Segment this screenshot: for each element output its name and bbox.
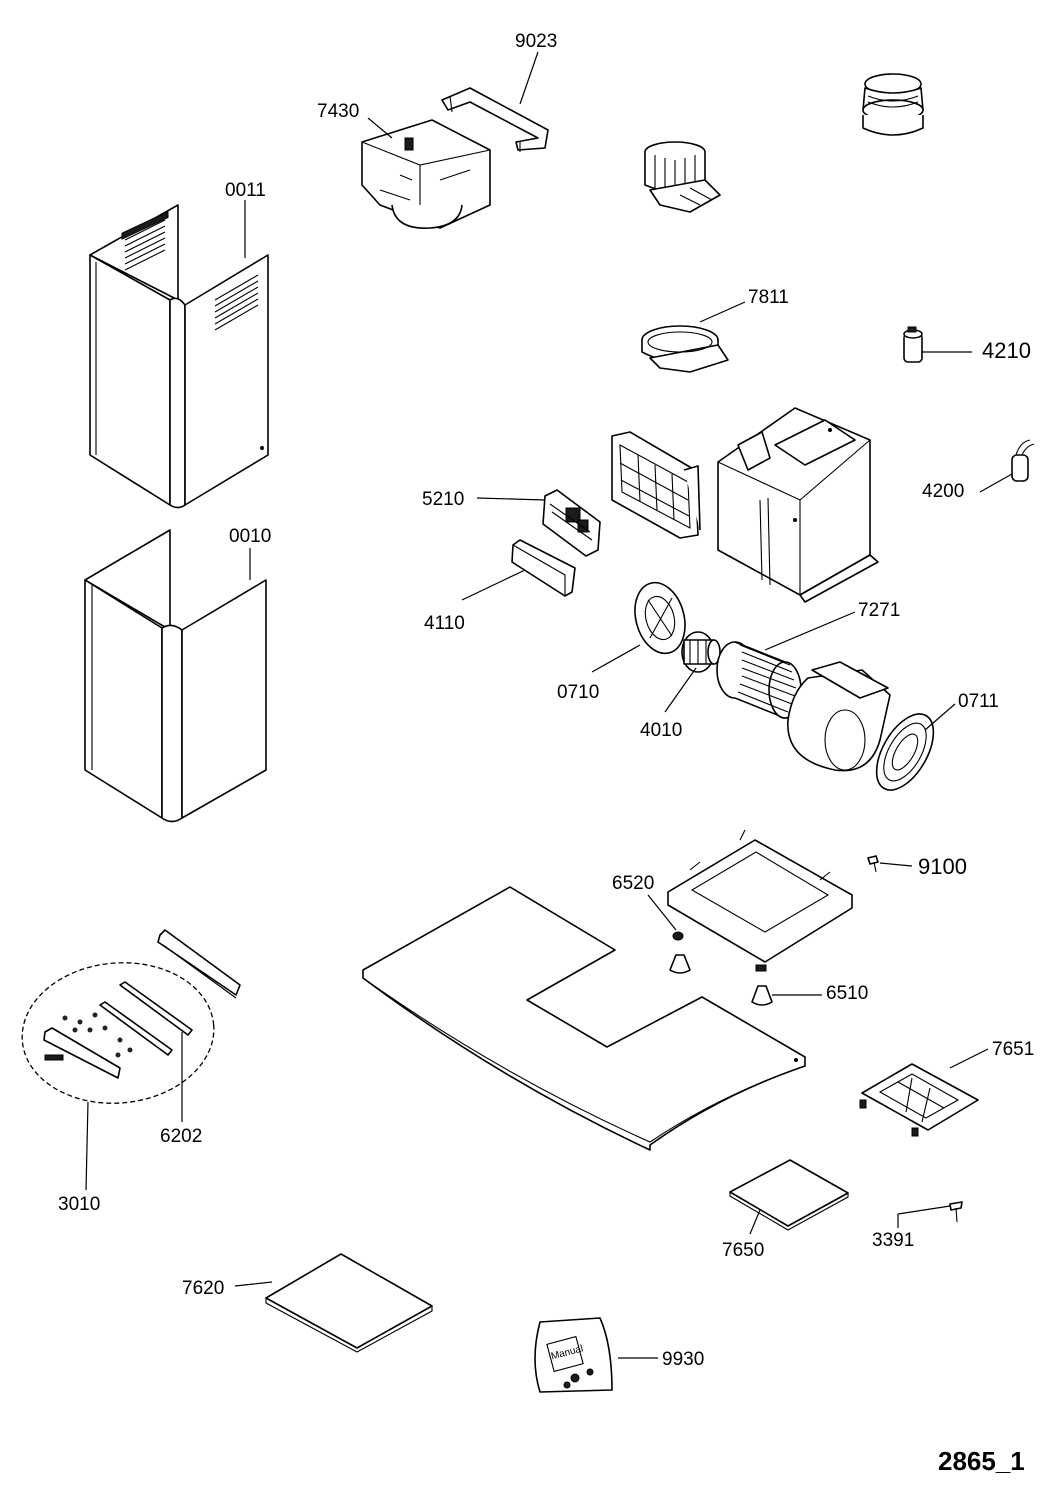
label-0710: 0710: [557, 682, 599, 703]
label-7650: 7650: [722, 1240, 764, 1261]
label-7811: 7811: [748, 287, 789, 308]
label-6202: 6202: [160, 1126, 202, 1147]
label-4210: 4210: [982, 338, 1031, 363]
part-3391-screw: [949, 1201, 963, 1223]
part-0710-motor-plate: [634, 581, 686, 655]
part-7620-filter-sheet: [265, 1253, 433, 1353]
part-7430-duct-box: [361, 119, 491, 229]
part-0011-upper-chimney: [89, 204, 269, 509]
label-7430: 7430: [317, 101, 359, 122]
part-4110-cover: [511, 539, 576, 597]
part-glass-canopy: [362, 886, 806, 1151]
part-6510-knob: [751, 985, 773, 1006]
part-7651-filter-holder: [859, 1063, 979, 1137]
part-3010-mounting-kit: [21, 929, 241, 1104]
label-9100: 9100: [918, 854, 967, 879]
label-3391: 3391: [872, 1230, 914, 1251]
part-9023-bracket: [441, 87, 549, 152]
part-motor-housing: [717, 407, 879, 603]
label-6510: 6510: [826, 983, 868, 1004]
label-0711: 0711: [958, 691, 999, 712]
part-basket-adapter: [644, 141, 721, 213]
part-0010-lower-chimney: [84, 529, 267, 823]
part-0711-grille: [875, 713, 935, 791]
label-3010: 3010: [58, 1194, 100, 1215]
label-7651: 7651: [992, 1039, 1034, 1060]
label-7620: 7620: [182, 1278, 224, 1299]
part-5210-circuit-board: [542, 489, 601, 557]
label-4010: 4010: [640, 720, 682, 741]
label-9023: 9023: [515, 31, 557, 52]
label-9930: 9930: [662, 1349, 704, 1370]
drawing-reference: 2865_1: [938, 1446, 1025, 1476]
part-7271-impeller: [716, 641, 802, 719]
label-7271: 7271: [858, 600, 900, 621]
part-fan-volute: [787, 661, 891, 772]
part-6520-knob: [669, 931, 691, 974]
label-6520: 6520: [612, 873, 654, 894]
label-0010: 0010: [229, 526, 271, 547]
label-5210: 5210: [422, 489, 464, 510]
part-4010-motor: [681, 631, 721, 673]
part-support-frame: [667, 829, 853, 972]
part-collar-ring: [862, 73, 924, 136]
part-7650-filter-sheet: [729, 1159, 849, 1231]
part-9100-screw: [867, 855, 879, 873]
part-grease-filter-frame: [611, 431, 701, 539]
label-0011: 0011: [225, 180, 266, 201]
label-4200: 4200: [922, 481, 964, 502]
part-9930-manual-bag: Manual: [534, 1317, 613, 1393]
part-7811-ring: [641, 325, 729, 373]
label-4110: 4110: [424, 613, 465, 634]
part-4200-capacitor: [1011, 439, 1035, 482]
part-4210-capacitor: [903, 326, 923, 363]
